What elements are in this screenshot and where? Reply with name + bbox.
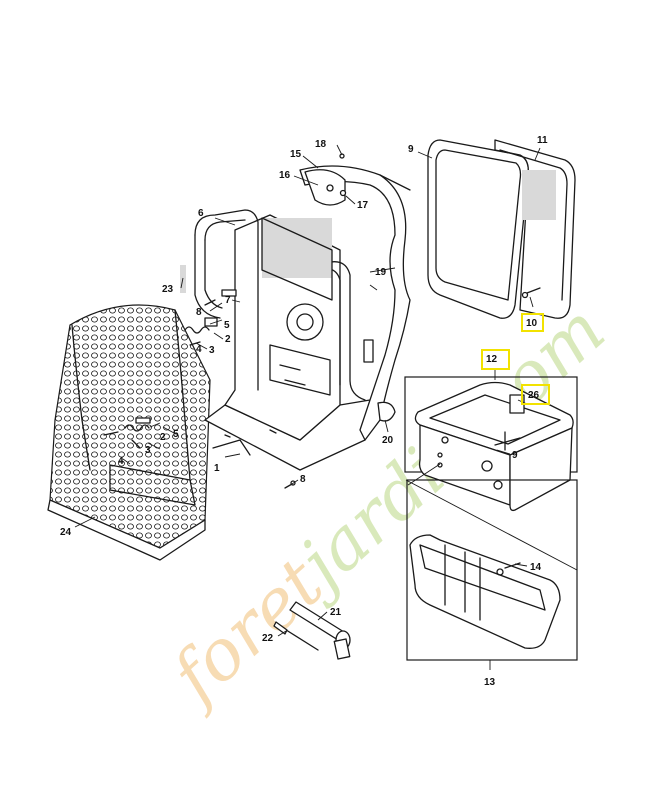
highlight-boxes: [481, 313, 550, 405]
callout-15: 15: [290, 149, 302, 160]
leader-lines: [74, 144, 541, 670]
callout-9: 9: [512, 450, 518, 461]
callout-7: 7: [225, 295, 231, 306]
callout-19: 19: [375, 267, 387, 278]
callout-9: 9: [408, 144, 414, 155]
callout-13: 13: [484, 677, 496, 688]
callout-5: 5: [224, 320, 230, 331]
callout-10: 10: [526, 318, 538, 329]
callout-5: 5: [173, 429, 179, 440]
spring-assembly-upper: [184, 289, 237, 346]
callout-2: 2: [160, 432, 166, 443]
part-10-pin: [521, 287, 541, 299]
callout-22: 22: [262, 633, 274, 644]
part-20-buckle: [377, 401, 396, 422]
callout-8: 8: [300, 474, 306, 485]
part-24-mesh-guard: [47, 304, 211, 561]
spring-assembly-lower: [103, 417, 151, 449]
callout-21: 21: [330, 607, 342, 618]
callout-3: 3: [145, 445, 151, 456]
callout-4: 4: [196, 344, 202, 355]
callout-18: 18: [315, 139, 327, 150]
highlight-10: [521, 313, 544, 332]
part-1-carrier-frame: [194, 209, 374, 471]
leader-box-12-to-13b: [407, 463, 441, 486]
leader-box-12-to-13a: [405, 479, 578, 571]
highlight-12: [481, 349, 510, 370]
callout-23: 23: [162, 284, 174, 295]
callouts: 1 2 2 3 3 4 4 5 5 6 7 8 8 9 9 10 11 12 1…: [60, 135, 548, 688]
callout-1: 1: [214, 463, 220, 474]
callout-2: 2: [225, 334, 231, 345]
part-19-harness-strap: [299, 165, 411, 441]
part-11-back-pad-cover: [494, 139, 576, 319]
callout-11: 11: [537, 135, 548, 146]
part-17-nut: [339, 189, 347, 197]
callout-16: 16: [279, 170, 291, 181]
callout-4: 4: [118, 456, 124, 467]
callout-12: 12: [486, 354, 498, 365]
callout-26: 26: [528, 390, 540, 401]
part-15-shoulder-clip: [304, 169, 346, 206]
callout-14: 14: [530, 562, 542, 573]
callout-24: 24: [60, 527, 72, 538]
part-13-frame: [406, 479, 578, 661]
highlight-26: [521, 384, 550, 405]
part-21-combination-wrench: [289, 601, 351, 660]
callout-17: 17: [357, 200, 369, 211]
callout-8: 8: [196, 307, 202, 318]
callout-20: 20: [382, 435, 394, 446]
part-13-tool-pouch: [409, 534, 561, 649]
part-9-back-pad: [427, 139, 529, 319]
part-22-screwdriver: [273, 621, 319, 651]
callout-6: 6: [198, 208, 204, 219]
part-12-container: [414, 381, 574, 512]
part-8-screw: [284, 480, 296, 489]
callout-3: 3: [209, 345, 215, 356]
